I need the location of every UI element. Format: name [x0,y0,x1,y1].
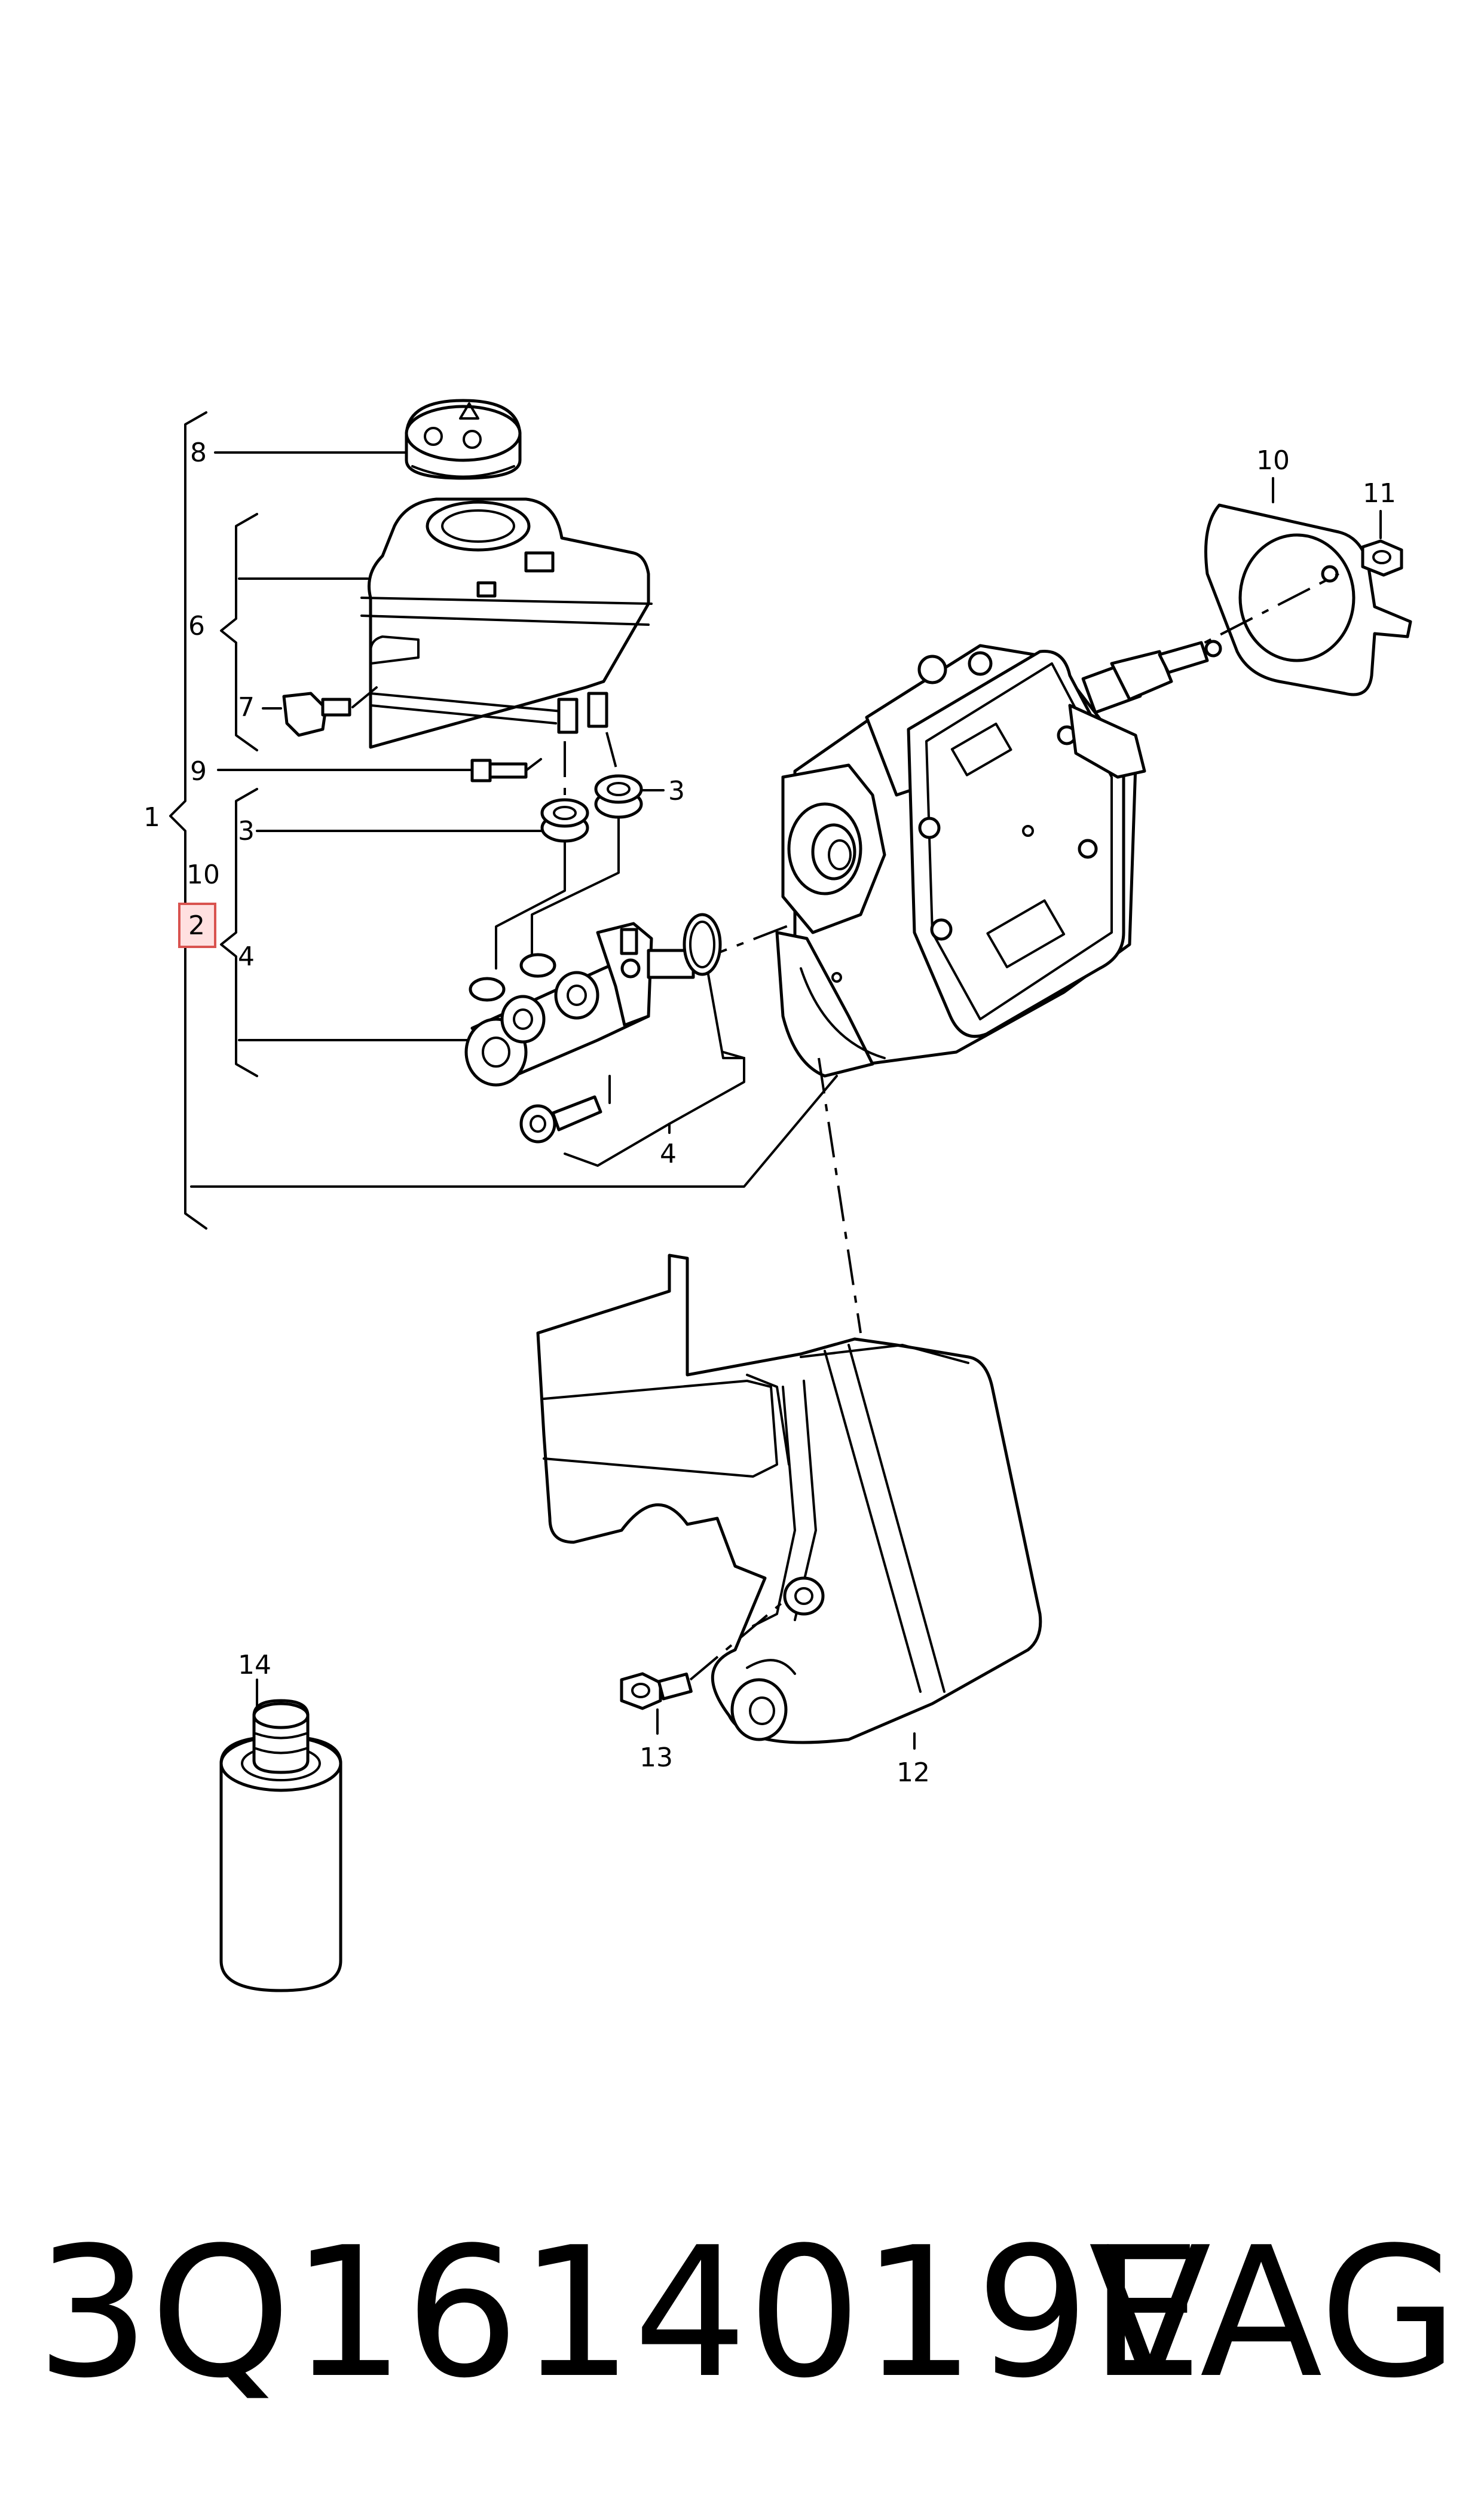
reservoir-cap-part-8 [405,399,522,480]
o-ring-part-10-seal [683,913,722,976]
brake-fluid-bottle-part-14 [219,1699,342,1992]
screw-part-13 [620,1601,784,1710]
screw-part-9 [217,758,542,782]
master-cylinder-part-2 [464,922,695,1087]
sub-bracket-4 [220,788,258,1077]
brand-name: VAG [1088,2209,1458,2417]
bolt-part-4 [519,1095,602,1144]
callout-13: 13 [640,1742,673,1773]
brake-fluid-reservoir-part-6 [360,497,653,749]
mounting-bracket-part-12 [536,1254,1042,1744]
nut-part-11 [1361,539,1403,577]
assembly-bracket-1 [169,411,207,1230]
sub-bracket-6 [220,513,258,751]
callout-12: 12 [896,1757,930,1788]
callout-3-left: 3 [238,816,255,846]
callout-11: 11 [1363,478,1396,509]
callout-6: 6 [188,611,205,641]
callout-2: 2 [188,910,205,941]
callout-8: 8 [190,438,207,468]
leader-line-1-assembly [190,1075,838,1188]
callout-4-left: 4 [238,941,255,972]
callout-1: 1 [143,802,160,833]
callout-10-right: 10 [1256,445,1290,476]
callout-10-left: 10 [186,860,220,890]
level-sensor-part-7 [262,686,378,737]
part-number: 3Q1614019E [36,2209,1203,2417]
seal-grommet-part-3a [540,798,589,843]
callout-3-right: 3 [668,776,685,806]
callout-9: 9 [190,756,207,787]
part-number-footer: 3Q1614019E VAG [36,2212,1458,2415]
seal-grommet-part-3b [594,774,643,819]
callout-7: 7 [238,692,255,723]
callout-4-bolt: 4 [660,1139,677,1169]
highlight-box-callout-2 [178,903,216,948]
brake-booster-unit [775,640,1222,1078]
callout-14: 14 [238,1650,271,1680]
